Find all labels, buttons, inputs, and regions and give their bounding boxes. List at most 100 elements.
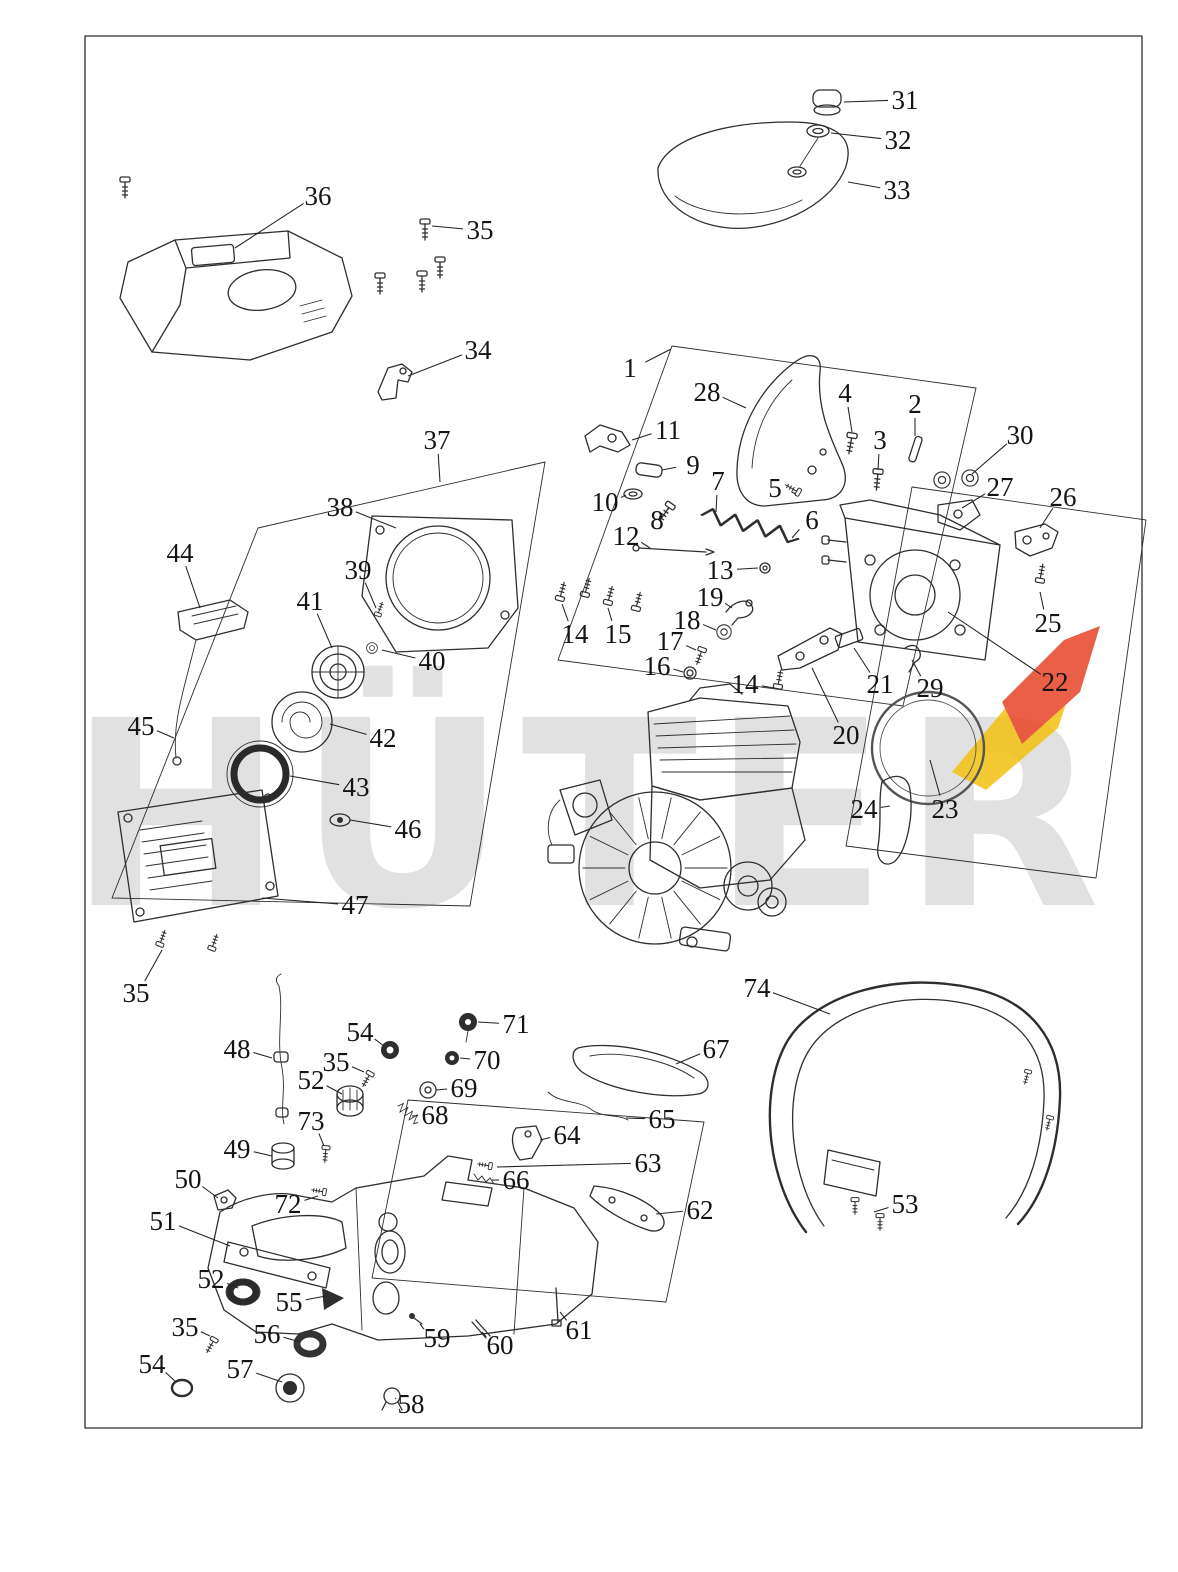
callout-label-28: 28 — [694, 377, 721, 407]
leader-line-31 — [843, 99, 889, 103]
top-cover-drawing — [119, 176, 446, 401]
handlebar-drawing — [768, 981, 1062, 1234]
callout-label-54: 54 — [347, 1017, 375, 1047]
leader-line-51 — [178, 1225, 231, 1247]
leader-line-49 — [253, 1151, 273, 1157]
callout-label-58: 58 — [398, 1389, 425, 1419]
leader-line-11 — [631, 433, 652, 441]
callout-label-42: 42 — [370, 723, 397, 753]
callout-label-46: 46 — [395, 814, 422, 844]
callout-label-55: 55 — [276, 1287, 303, 1317]
callout-label-51: 51 — [150, 1206, 177, 1236]
leader-line-10 — [620, 494, 627, 499]
leader-line-19 — [724, 602, 733, 609]
callout-label-36: 36 — [305, 181, 332, 211]
callout-label-68: 68 — [422, 1100, 449, 1130]
starter-assembly-drawing — [117, 515, 519, 953]
leader-line-71 — [477, 1021, 500, 1024]
section-box-37 — [111, 461, 546, 907]
callout-label-70: 70 — [474, 1045, 501, 1075]
callout-label-43: 43 — [343, 772, 370, 802]
leader-line-29 — [911, 659, 922, 677]
leader-line-57 — [256, 1372, 283, 1383]
callout-label-44: 44 — [167, 538, 195, 568]
engine-drawing — [547, 683, 806, 952]
leader-line-18 — [702, 624, 717, 631]
leader-line-55 — [305, 1295, 327, 1301]
callout-label-40: 40 — [419, 646, 446, 676]
leader-line-54 — [165, 1372, 177, 1383]
section-box-2 — [845, 486, 1147, 879]
callout-label-32: 32 — [885, 125, 912, 155]
leader-line-37 — [437, 453, 441, 483]
leader-line-45 — [156, 730, 175, 739]
callout-label-31: 31 — [892, 85, 919, 115]
callout-label-20: 20 — [833, 720, 860, 750]
callout-label-30: 30 — [1007, 420, 1034, 450]
leader-line-60 — [481, 1331, 487, 1338]
leader-line-44 — [185, 565, 201, 609]
leader-line-14 — [761, 685, 775, 689]
leader-line-40 — [381, 649, 416, 659]
leader-line-21 — [853, 647, 871, 673]
callout-label-38: 38 — [327, 492, 354, 522]
leader-line-15 — [607, 607, 613, 622]
leader-line-62 — [655, 1210, 684, 1215]
callout-label-29: 29 — [917, 673, 944, 703]
leader-line-58 — [394, 1397, 397, 1400]
callout-label-27: 27 — [987, 472, 1014, 502]
leader-line-65 — [625, 1117, 646, 1120]
callout-label-11: 11 — [655, 415, 681, 445]
leader-line-48 — [253, 1051, 273, 1059]
leader-line-46 — [349, 819, 392, 828]
leader-line-53 — [873, 1206, 889, 1213]
brake-assembly-drawing — [554, 355, 923, 691]
callout-label-26: 26 — [1050, 482, 1077, 512]
brand-logo — [952, 626, 1100, 790]
callout-label-21: 21 — [867, 669, 894, 699]
leader-line-5 — [791, 491, 797, 495]
leader-line-12 — [640, 541, 651, 549]
callout-label-14: 14 — [732, 669, 760, 699]
callout-label-73: 73 — [298, 1106, 325, 1136]
leader-line-38 — [355, 511, 397, 529]
diagram-border — [84, 35, 1143, 1429]
callout-label-74: 74 — [744, 973, 772, 1003]
leader-line-17 — [685, 645, 697, 651]
callout-label-66: 66 — [503, 1165, 530, 1195]
callout-label-69: 69 — [451, 1073, 478, 1103]
callout-label-64: 64 — [554, 1120, 582, 1150]
leader-line-69 — [435, 1088, 448, 1091]
callout-label-52: 52 — [198, 1264, 225, 1294]
callout-label-48: 48 — [224, 1034, 251, 1064]
callout-label-63: 63 — [635, 1148, 662, 1178]
callout-label-10: 10 — [592, 487, 619, 517]
callout-label-72: 72 — [275, 1189, 302, 1219]
leader-line-42 — [329, 723, 367, 735]
leader-line-39 — [364, 582, 377, 609]
callout-label-50: 50 — [175, 1164, 202, 1194]
callout-label-47: 47 — [342, 890, 369, 920]
callout-label-54: 54 — [139, 1349, 167, 1379]
leader-line-1 — [645, 348, 672, 363]
leader-line-22 — [947, 611, 1042, 675]
leader-line-20 — [811, 667, 839, 723]
leader-line-41 — [316, 613, 333, 649]
callout-label-56: 56 — [254, 1319, 281, 1349]
leader-line-59 — [419, 1323, 425, 1330]
callout-label-49: 49 — [224, 1134, 251, 1164]
leader-line-23 — [929, 759, 941, 796]
leader-line-7 — [715, 494, 718, 513]
callout-label-67: 67 — [703, 1034, 730, 1064]
leader-line-50 — [202, 1186, 219, 1199]
sprocket-cover-drawing — [821, 469, 1059, 865]
leader-line-14 — [561, 603, 569, 622]
leader-line-3 — [877, 453, 880, 471]
callout-label-35: 35 — [467, 215, 494, 245]
callout-label-24: 24 — [851, 794, 879, 824]
leader-line-35 — [200, 1331, 211, 1337]
leader-line-43 — [289, 775, 340, 786]
leader-line-61 — [559, 1311, 568, 1321]
leader-line-13 — [736, 567, 759, 570]
